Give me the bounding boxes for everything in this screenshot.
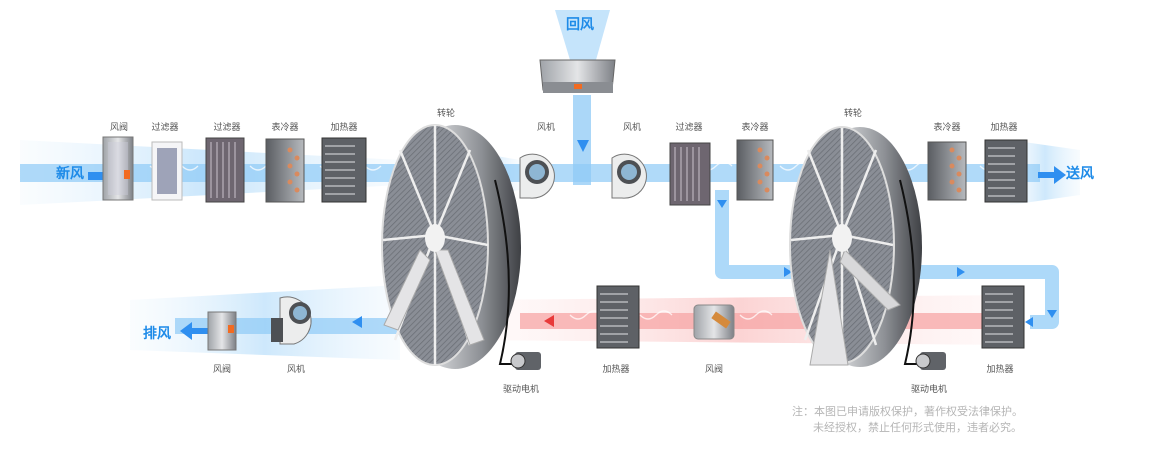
- label-cooling-coil-1: 表冷器: [271, 123, 299, 133]
- hot-air-stream: [470, 295, 1010, 345]
- label-fan-3: 风机: [286, 365, 306, 375]
- exhaust-air-stream: [130, 285, 405, 360]
- desiccant-wheel-1: [381, 124, 521, 369]
- label-damper-1: 风阀: [109, 123, 129, 133]
- copyright-note-line-1: 注：本图已申请版权保护，著作权受法律保护。: [792, 405, 1023, 418]
- label-wheel-2: 转轮: [843, 109, 863, 119]
- left-arrow-icon: [1025, 317, 1033, 327]
- fresh-air-label: 新风: [56, 166, 84, 182]
- right-arrow-icon: [784, 267, 792, 277]
- return-air-damper: [539, 59, 616, 93]
- label-cooling-coil-3: 表冷器: [933, 123, 961, 133]
- damper-1: [102, 136, 134, 201]
- label-fan-2: 风机: [622, 123, 642, 133]
- label-motor-2: 驱动电机: [910, 385, 948, 395]
- label-heater-3: 加热器: [602, 365, 630, 375]
- label-heater-4: 加热器: [986, 365, 1014, 375]
- fan-3: [271, 296, 312, 345]
- label-damper-2: 风阀: [212, 365, 232, 375]
- label-damper-3: 风阀: [704, 365, 724, 375]
- supply-air-label: 送风: [1066, 166, 1094, 182]
- label-filter-3: 过滤器: [675, 123, 703, 133]
- label-filter-1: 过滤器: [151, 123, 179, 133]
- filter-1: [151, 141, 183, 201]
- regeneration-loop-duct: [715, 190, 1059, 329]
- label-fan-1: 风机: [536, 123, 556, 133]
- damper-2: [207, 311, 237, 351]
- damper-3: [693, 304, 735, 340]
- drive-motor-2: [899, 179, 946, 370]
- right-arrow-icon: [957, 267, 965, 277]
- heater-1: [321, 137, 367, 203]
- supply-air-arrow-icon: [1038, 166, 1066, 184]
- heater-3: [596, 285, 640, 349]
- cooling-coil-3: [927, 141, 967, 201]
- fan-2: [611, 153, 647, 199]
- cooling-coil-2: [736, 139, 774, 201]
- return-air-label: 回风: [566, 17, 594, 33]
- filter-2: [205, 137, 245, 203]
- fan-1: [519, 153, 555, 199]
- left-arrow-icon: [544, 315, 554, 327]
- down-arrow-icon: [1047, 310, 1057, 318]
- down-arrow-icon: [577, 140, 589, 152]
- cooling-coil-1: [265, 138, 305, 203]
- return-air-stream: [555, 10, 610, 185]
- label-wheel-1: 转轮: [436, 109, 456, 119]
- left-arrow-icon: [352, 316, 362, 328]
- down-arrow-icon: [717, 200, 727, 208]
- copyright-note: 注：本图已申请版权保护，著作权受法律保护。 未经授权，禁止任何形式使用，违者必究…: [792, 404, 1023, 436]
- exhaust-air-arrow-icon: [180, 322, 208, 340]
- desiccant-wheel-2: [789, 126, 922, 367]
- label-heater-2: 加热器: [990, 123, 1018, 133]
- filter-3: [669, 142, 711, 206]
- label-filter-2: 过滤器: [213, 123, 241, 133]
- heater-4: [981, 285, 1025, 349]
- drive-motor-1: [494, 179, 541, 370]
- heater-2: [984, 139, 1028, 203]
- label-motor-1: 驱动电机: [502, 385, 540, 395]
- exhaust-air-label: 排风: [143, 326, 171, 342]
- label-heater-1: 加热器: [330, 123, 358, 133]
- label-cooling-coil-2: 表冷器: [741, 123, 769, 133]
- copyright-note-line-2: 未经授权，禁止任何形式使用，违者必究。: [813, 421, 1022, 434]
